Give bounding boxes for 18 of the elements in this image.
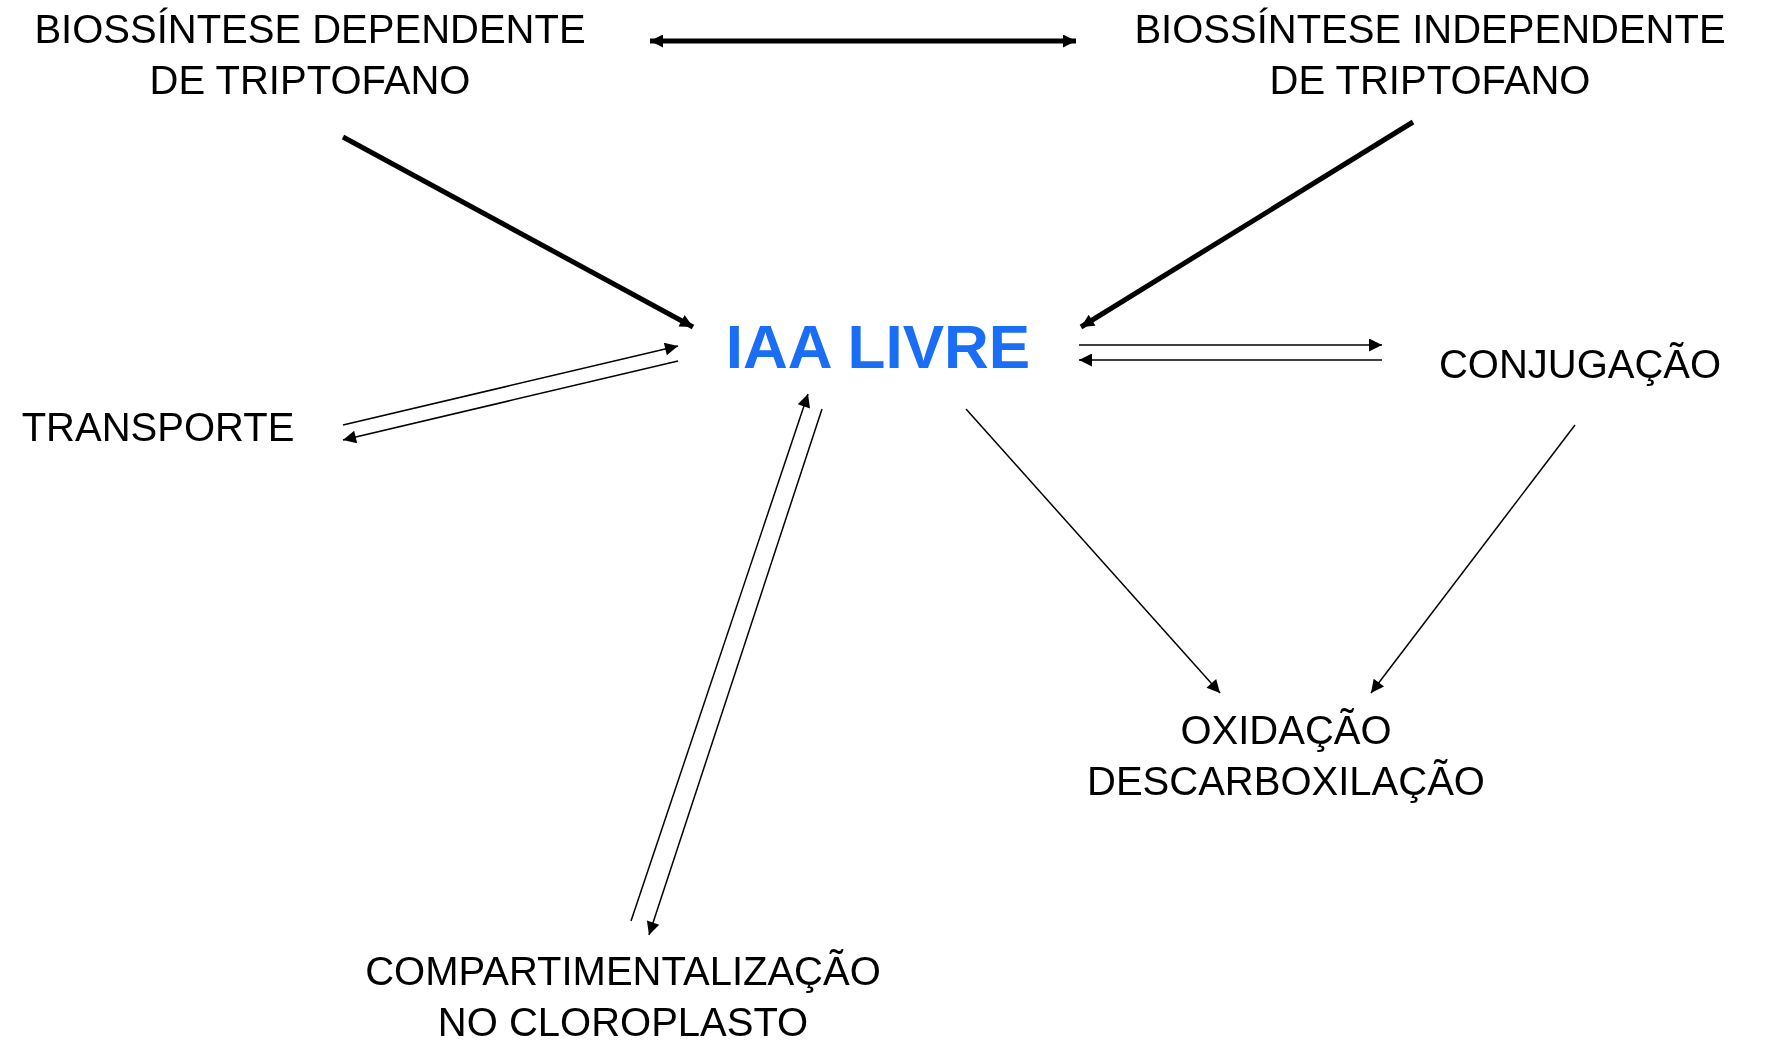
arrow bbox=[1078, 353, 1383, 367]
arrow bbox=[965, 408, 1221, 694]
center-label: IAA LIVRE bbox=[725, 312, 1031, 382]
arrow bbox=[630, 393, 810, 922]
process-label: COMPARTIMENTALIZAÇÃO NO CLOROPLASTO bbox=[364, 948, 882, 1043]
arrow bbox=[1078, 338, 1383, 352]
arrow bbox=[342, 342, 679, 426]
arrow bbox=[342, 360, 679, 444]
arrow bbox=[650, 34, 1076, 48]
process-label: TRANSPORTE bbox=[20, 404, 296, 452]
process-label: BIOSSÍNTESE DEPENDENTE DE TRIPTOFANO bbox=[33, 6, 587, 105]
process-label: OXIDAÇÃO DESCARBOXILAÇÃO bbox=[1086, 707, 1486, 806]
arrow bbox=[1079, 119, 1415, 330]
arrow bbox=[646, 408, 823, 936]
process-label: CONJUGAÇÃO bbox=[1437, 341, 1723, 389]
process-label: BIOSSÍNTESE INDEPENDENTE DE TRIPTOFANO bbox=[1133, 6, 1727, 105]
arrow bbox=[1370, 424, 1576, 694]
arrow bbox=[341, 134, 695, 330]
